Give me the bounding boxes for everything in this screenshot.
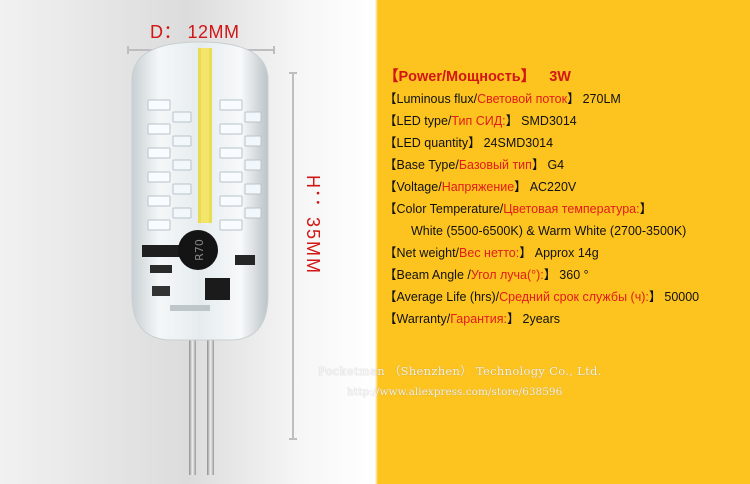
spec-row-ru: Базовый тип	[458, 158, 532, 172]
spec-row-en: 【Luminous flux/	[384, 92, 478, 106]
watermark-url: http://www.aliexpress.com/store/638596	[347, 386, 563, 398]
spec-row-value: AC220V	[529, 180, 577, 194]
spec-row-ru: Цветовая температура:	[503, 202, 640, 216]
spec-row-en: 【Beam Angle /	[384, 268, 471, 282]
spec-power-label: 【Power/Мощность】	[384, 69, 536, 85]
spec-row: 【Average Life (hrs)/Средний срок службы …	[384, 286, 748, 308]
spec-row-en: 【LED type/	[384, 114, 452, 128]
spec-row-value: 360 °	[559, 268, 589, 282]
spec-row-close: 】	[514, 180, 527, 194]
spec-row: 【LED type/Тип СИД:】SMD3014	[384, 110, 748, 132]
spec-row-value: SMD3014	[521, 114, 577, 128]
watermark-company: Pocketman （Shenzhen） Technology Co., Ltd…	[318, 364, 602, 378]
diameter-label: D： 12MM	[150, 22, 240, 42]
spec-row: 【Net weight/Вес нетто:】Approx 14g	[384, 242, 748, 264]
spec-row: 【Base Type/Базовый тип】G4	[384, 154, 748, 176]
spec-row-ru: Световой поток	[477, 92, 568, 106]
spec-row-ru: Напряжение	[441, 180, 515, 194]
chip-marking: R70	[193, 239, 206, 261]
spec-list: 【Power/Мощность】 3W 【Luminous flux/Светов…	[384, 66, 748, 330]
spec-row-close: 】	[531, 158, 545, 172]
spec-row-close: 】	[468, 136, 481, 150]
spec-row-ru: Угол луча(°):	[470, 268, 544, 282]
spec-power-value: 3W	[549, 69, 571, 85]
spec-row-close: 】	[507, 312, 520, 326]
spec-row: 【Luminous flux/Световой поток】270LM	[384, 88, 748, 110]
g4-led-bulb-image: R70	[131, 41, 269, 475]
inductor-chip	[178, 230, 218, 270]
spec-row-value: 270LM	[582, 92, 621, 106]
height-label-wrap: H： 35MM	[300, 175, 330, 305]
spec-row-close: 】	[505, 114, 519, 128]
spec-row-en: 【Warranty/	[384, 312, 451, 326]
spec-row-ru: Вес нетто:	[459, 246, 520, 260]
height-dimension-line	[289, 72, 297, 440]
spec-row-value: White (5500-6500K) & Warm White (2700-35…	[411, 224, 687, 238]
spec-row-close: 】	[648, 290, 662, 304]
spec-row: White (5500-6500K) & Warm White (2700-35…	[384, 220, 748, 242]
spec-row-en: 【Voltage/	[384, 180, 442, 194]
spec-row-close: 】	[543, 268, 557, 282]
spec-row-ru: Тип СИД:	[451, 114, 506, 128]
spec-panel-background	[378, 0, 750, 484]
spec-row-value: G4	[547, 158, 565, 172]
spec-row-en: 【Base Type/	[384, 158, 459, 172]
driver-ic	[205, 278, 230, 300]
spec-row-ru: Гарантия:	[450, 312, 507, 326]
spec-row-value: 24SMD3014	[483, 136, 554, 150]
spec-row: 【LED quantity】24SMD3014	[384, 132, 748, 154]
spec-row: 【Beam Angle /Угол луча(°):】360 °	[384, 264, 748, 286]
pin-right	[207, 340, 214, 475]
spec-row-value: 2years	[522, 312, 561, 326]
spec-row-en: 【Average Life (hrs)/	[384, 290, 500, 304]
pin-left	[189, 340, 196, 475]
spec-row-en: 【Net weight/	[384, 246, 460, 260]
height-label: H： 35MM	[303, 175, 323, 276]
spec-row-value: Approx 14g	[534, 246, 599, 260]
spec-row-value: 50000	[664, 290, 700, 304]
spec-power: 【Power/Мощность】 3W	[384, 66, 748, 88]
spec-row-en: 【LED quantity	[384, 136, 469, 150]
spec-row-ru: Средний срок службы (ч):	[499, 290, 649, 304]
spec-row: 【Voltage/Напряжение】AC220V	[384, 176, 748, 198]
spec-row: 【Color Temperature/Цветовая температура:…	[384, 198, 748, 220]
spec-row-close: 】	[639, 202, 653, 216]
spec-row-close: 】	[567, 92, 580, 106]
spec-row-en: 【Color Temperature/	[384, 202, 504, 216]
spec-row-close: 】	[519, 246, 532, 260]
spec-row: 【Warranty/Гарантия:】2years	[384, 308, 748, 330]
